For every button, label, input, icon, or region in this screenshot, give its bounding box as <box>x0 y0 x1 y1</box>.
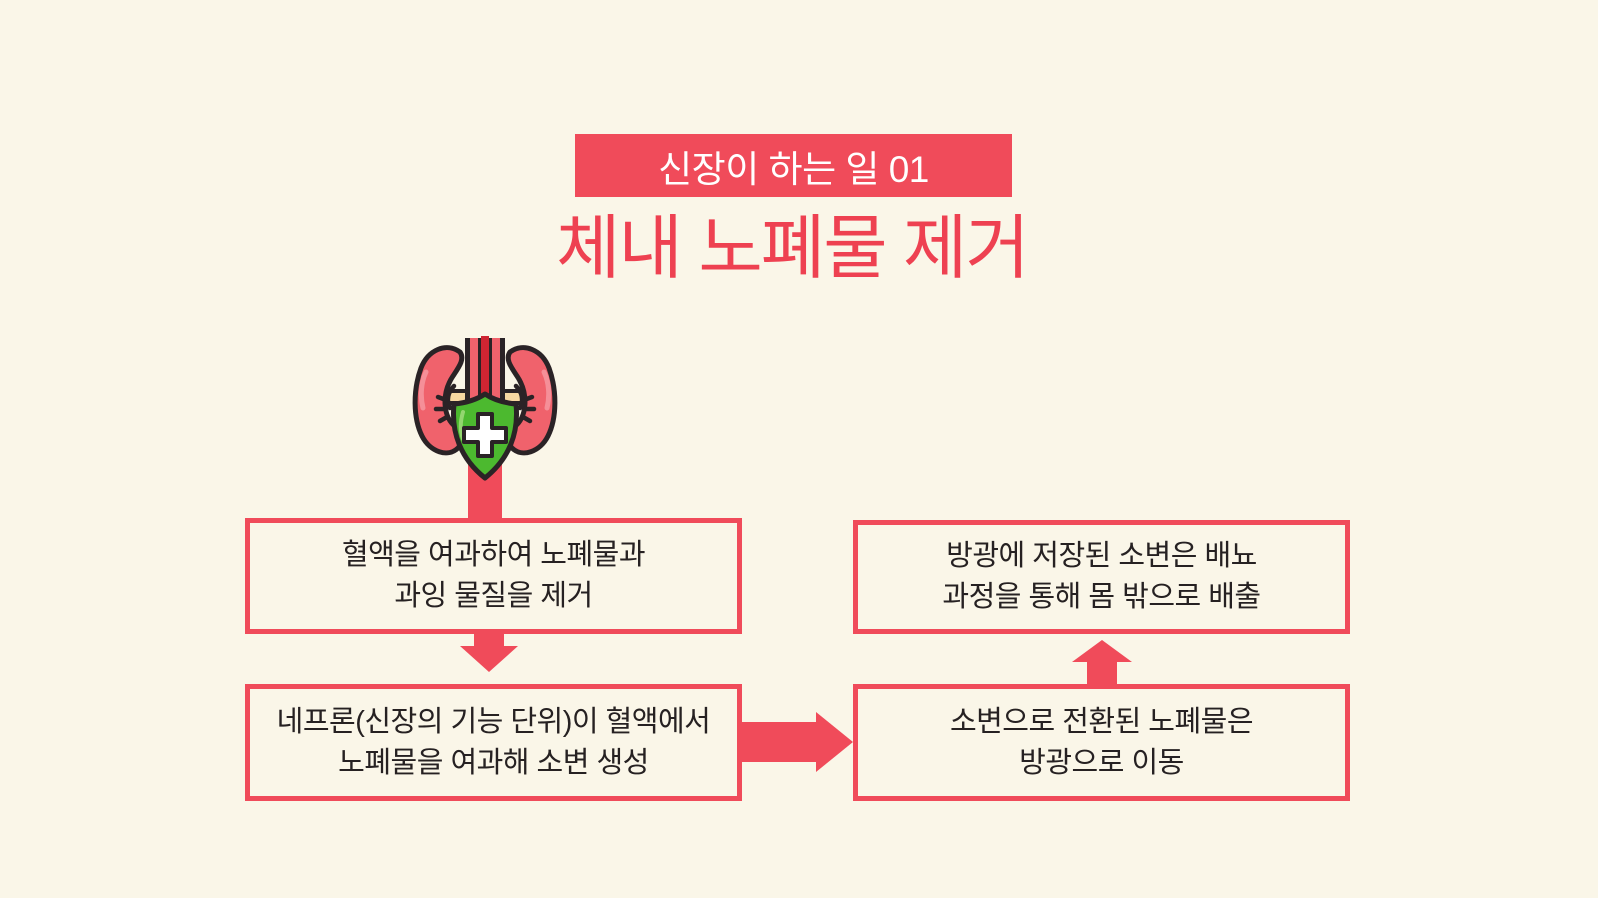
arrow-right-icon <box>742 712 853 772</box>
step-4-line-1: 방광에 저장된 소변은 배뇨 <box>946 540 1257 572</box>
step-1-line-2: 과잉 물질을 제거 <box>394 580 593 612</box>
arrow-down-icon <box>460 633 518 672</box>
arrow-up-icon <box>1072 640 1132 684</box>
arrow-shaft <box>1087 661 1117 684</box>
kidney-shield-icon <box>412 336 560 481</box>
arrow-head <box>816 712 853 772</box>
step-box-2: 네프론(신장의 기능 단위)이 혈액에서 노폐물을 여과해 소변 생성 <box>245 684 742 801</box>
section-badge-label: 신장이 하는 일 01 <box>658 148 929 190</box>
page-title: 체내 노폐물 제거 <box>556 209 1030 287</box>
arrow-shaft <box>474 633 504 648</box>
arrow-shaft <box>742 722 818 762</box>
step-box-4: 방광에 저장된 소변은 배뇨 과정을 통해 몸 밖으로 배출 <box>853 520 1350 634</box>
shield-cross-icon <box>450 391 520 481</box>
step-box-3: 소변으로 전환된 노폐물은 방광으로 이동 <box>853 684 1350 801</box>
step-2-line-2: 노폐물을 여과해 소변 생성 <box>338 746 649 779</box>
step-1-line-1: 혈액을 여과하여 노폐물과 <box>341 539 646 571</box>
step-3-line-1: 소변으로 전환된 노폐물은 <box>949 705 1254 738</box>
step-box-1: 혈액을 여과하여 노폐물과 과잉 물질을 제거 <box>245 518 742 634</box>
arrow-head <box>460 646 518 672</box>
step-3-line-2: 방광으로 이동 <box>1019 746 1184 779</box>
step-4-line-2: 과정을 통해 몸 밖으로 배출 <box>942 581 1261 613</box>
section-badge: 신장이 하는 일 01 <box>575 134 1012 197</box>
arrow-head <box>1072 640 1132 662</box>
step-2-line-1: 네프론(신장의 기능 단위)이 혈액에서 <box>276 705 711 738</box>
kidney-left <box>412 345 465 456</box>
